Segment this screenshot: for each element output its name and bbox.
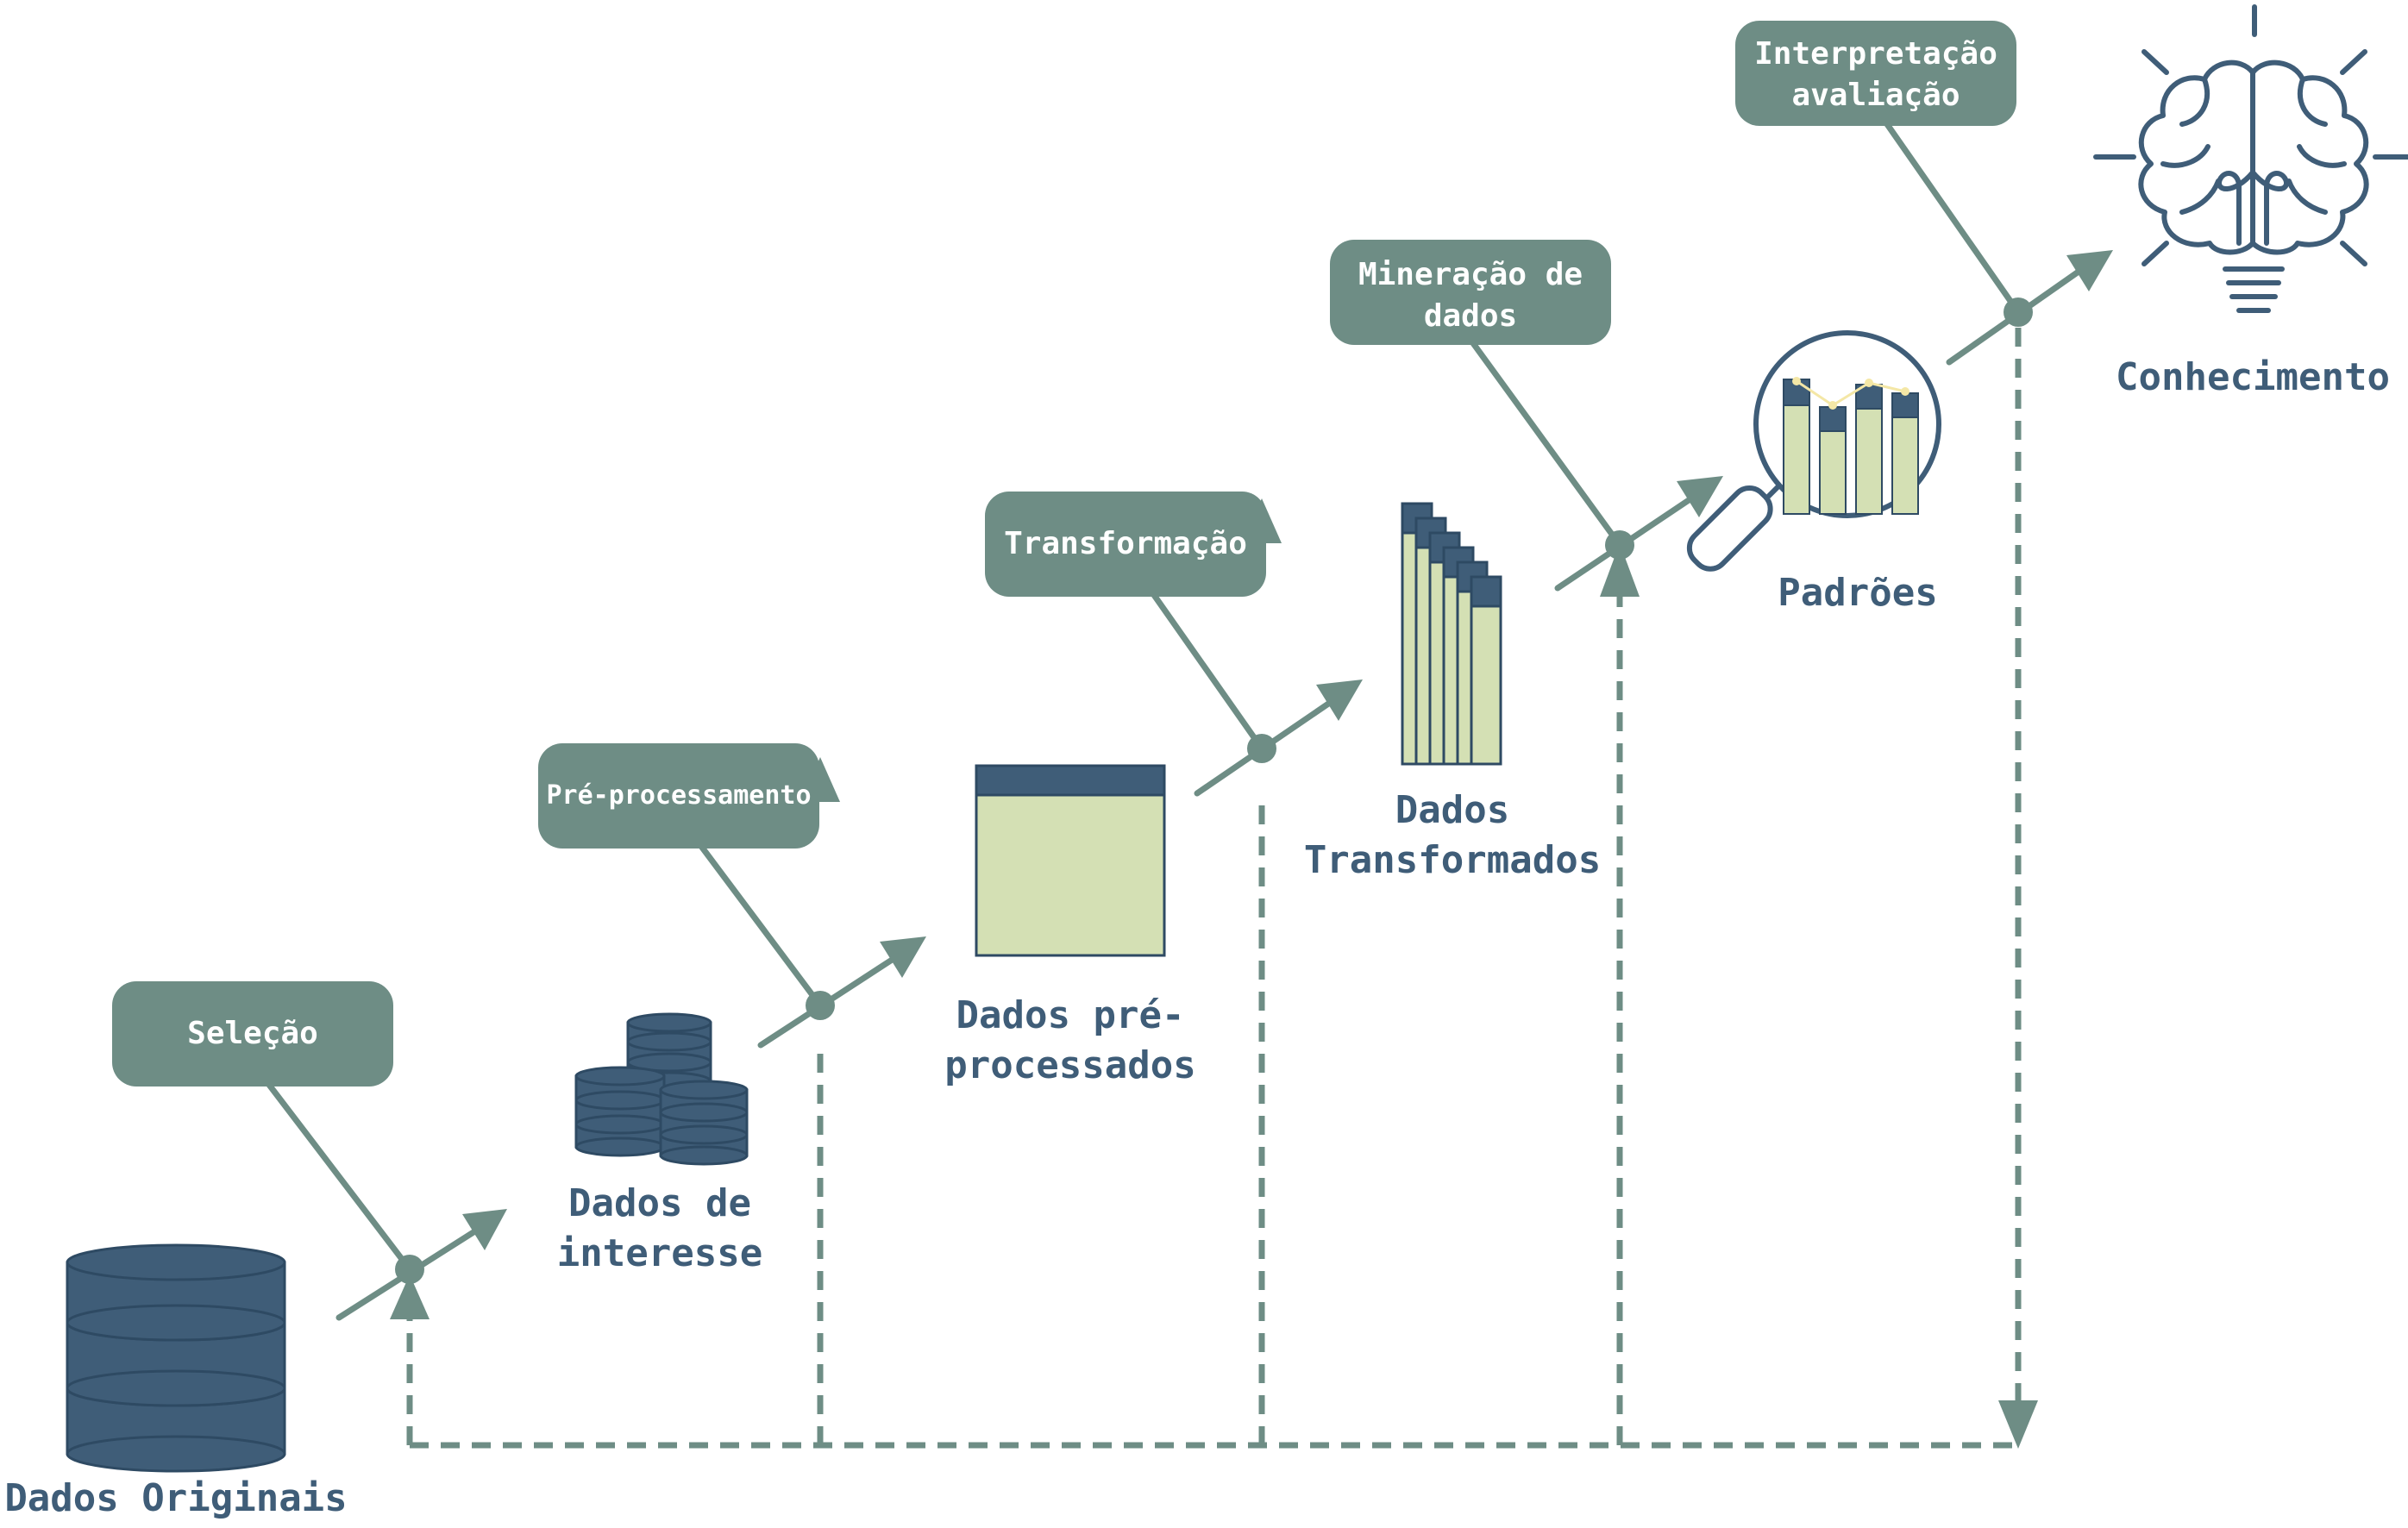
- table-sheet-icon: [975, 764, 1166, 957]
- bulb-rays: [2093, 4, 2408, 266]
- sheet-6: [1470, 575, 1502, 766]
- step-label-selecao-1: Seleção: [187, 1016, 318, 1051]
- stage-label-padroes: Padrões: [1778, 571, 1937, 615]
- arrow-tips: [462, 250, 2113, 1250]
- brain-right-folds: [2286, 77, 2347, 215]
- connector-2: [697, 842, 824, 1009]
- arrowhead-up-1: [390, 1274, 430, 1319]
- stage-label-conhecimento: Conhecimento: [2116, 355, 2390, 399]
- step-box-preprocessamento: Pré-processamento: [538, 743, 819, 849]
- pivot-dot-4: [1605, 530, 1634, 560]
- arrow-tip-2: [880, 936, 926, 978]
- bulb-base: [2223, 266, 2285, 313]
- brain-left-folds: [2160, 77, 2221, 215]
- arrow-tip-5: [2066, 250, 2113, 291]
- magnifier-handle: [1686, 485, 1773, 572]
- stacked-sheets-icon: [1401, 502, 1502, 766]
- brain-bulb-icon: [2093, 4, 2408, 313]
- small-db-right: [659, 1080, 749, 1166]
- connector-3: [1151, 592, 1265, 752]
- arrow-tip-4: [1677, 476, 1723, 517]
- step-label-mineracao-2: dados: [1424, 298, 1517, 334]
- feedback-arrowheads: [390, 498, 2038, 1449]
- pivot-dot-5: [2004, 297, 2033, 327]
- step-label-interpretacao-2: avaliação: [1791, 78, 1960, 113]
- stage-label-transformados-2: Transformados: [1304, 838, 1601, 882]
- stage-label-transformados-1: Dados: [1395, 788, 1509, 832]
- connector-4: [1470, 340, 1623, 548]
- arrow-tip-1: [462, 1209, 507, 1250]
- sheet-header-6: [1470, 575, 1502, 608]
- stage-label-dados-interesse-2: interesse: [557, 1231, 762, 1275]
- pivot-dots: [395, 297, 2033, 1284]
- connector-5: [1884, 121, 2022, 316]
- step-label-preprocessamento-1: Pré-processamento: [546, 780, 811, 811]
- pivot-dot-1: [395, 1255, 424, 1284]
- lens-trend-line: [1796, 379, 1906, 407]
- stage-label-dados-originais: Dados Originais: [4, 1476, 347, 1520]
- step-label-mineracao-1: Mineração de: [1358, 257, 1583, 292]
- bulb-filament: [2217, 170, 2289, 246]
- arrow-tip-3: [1316, 679, 1363, 721]
- stage-label-preprocessados-1: Dados pré-: [956, 993, 1185, 1037]
- step-box-transformacao: Transformação: [985, 492, 1266, 597]
- database-stack-icon: [574, 1012, 749, 1166]
- feedback-loop: [406, 328, 2022, 1449]
- arrowhead-up-4: [1600, 543, 1640, 597]
- connector-1: [266, 1081, 413, 1273]
- lens-trend-dots: [1792, 377, 1909, 410]
- step-label-transformacao-1: Transformação: [1004, 526, 1247, 561]
- pivot-dot-3: [1247, 734, 1276, 763]
- pivot-dot-2: [806, 991, 835, 1020]
- step-box-selecao: Seleção: [112, 981, 393, 1087]
- magnifier-chart-icon: [1686, 330, 1941, 572]
- small-db-left: [574, 1066, 666, 1157]
- step-box-mineracao: Mineração de dados: [1330, 240, 1611, 345]
- arrowhead-down: [1998, 1400, 2038, 1449]
- step-box-interpretacao: Interpretação avaliação: [1735, 21, 2016, 126]
- database-icon: [66, 1243, 286, 1473]
- step-arrows: [266, 121, 2091, 1321]
- stage-label-dados-interesse-1: Dados de: [568, 1181, 751, 1225]
- step-label-interpretacao-1: Interpretação: [1754, 36, 1997, 72]
- stage-label-preprocessados-2: processados: [944, 1043, 1195, 1087]
